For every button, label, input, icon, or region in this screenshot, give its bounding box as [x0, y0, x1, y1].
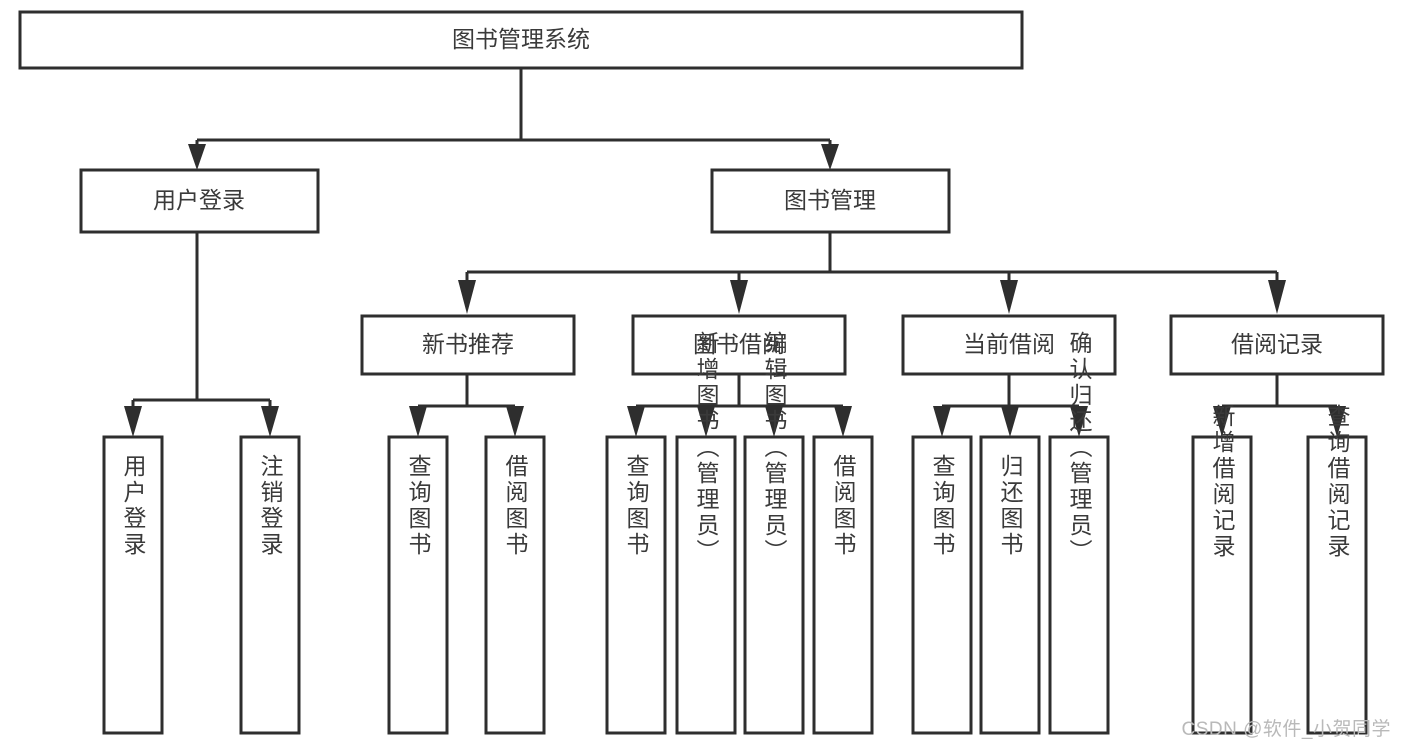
leaf-current-borrow-1[interactable]: 查询图书	[911, 435, 973, 735]
leaf-user-login-1[interactable]: 用户登录	[102, 435, 164, 735]
leaf-borrow-record-2-label: 查询借阅记录	[1324, 404, 1351, 560]
node-book-management-label: 图书管理	[784, 187, 876, 213]
node-current-borrow-box	[901, 314, 1117, 376]
csdn-watermark: CSDN @软件_小贺同学	[1181, 719, 1391, 740]
leaf-current-borrow-3[interactable]: 确认归还（管理员）	[1048, 331, 1110, 735]
arrow-head-userlogin	[188, 144, 206, 170]
node-user-login[interactable]: 用户登录	[79, 168, 320, 234]
leaf-book-borrow-3[interactable]: 编辑图书（管理员）	[743, 331, 805, 735]
node-book-borrow[interactable]: 图书借阅	[631, 314, 847, 376]
leaf-new-book-2-box	[484, 435, 546, 735]
leaf-book-borrow-1[interactable]: 查询图书	[605, 435, 667, 735]
node-new-book-recommend-box	[360, 314, 576, 376]
node-borrow-record[interactable]: 借阅记录	[1169, 314, 1385, 376]
leaf-user-login-1-label: 用户登录	[120, 454, 147, 558]
arrow-head-bookborrow-leaf1	[627, 406, 645, 437]
arrow-head-currentborrow-leaf3	[1070, 406, 1088, 437]
node-user-login-label: 用户登录	[153, 187, 245, 213]
arrow-head-newbook	[458, 280, 476, 314]
leaf-book-borrow-4[interactable]: 借阅图书	[812, 435, 874, 735]
node-borrow-record-box	[1169, 314, 1385, 376]
leaf-book-borrow-4-box	[812, 435, 874, 735]
arrow-head-bookborrow-leaf4	[834, 406, 852, 437]
leaf-user-login-2-label: 注销登录	[257, 454, 284, 558]
leaf-book-borrow-3-label: 编辑图书（管理员）	[761, 331, 788, 565]
arrow-head-newbook-leaf1	[409, 406, 427, 437]
leaf-book-borrow-2-label: 新增图书（管理员）	[693, 331, 720, 565]
arrow-head-bookborrow	[730, 280, 748, 314]
leaf-book-borrow-1-label: 查询图书	[623, 454, 650, 558]
leaf-book-borrow-1-box	[605, 435, 667, 735]
node-user-login-box	[79, 168, 320, 234]
leaf-borrow-record-1[interactable]: 新增借阅记录	[1191, 404, 1253, 735]
leaf-current-borrow-2[interactable]: 归还图书	[979, 435, 1041, 735]
leaf-new-book-1-label: 查询图书	[405, 454, 432, 558]
leaf-book-borrow-2[interactable]: 新增图书（管理员）	[675, 331, 737, 735]
leaf-current-borrow-3-label: 确认归还（管理员）	[1066, 331, 1093, 565]
node-root-box	[18, 10, 1024, 70]
leaf-borrow-record-2-box	[1306, 435, 1368, 735]
node-new-book-recommend[interactable]: 新书推荐	[360, 314, 576, 376]
leaf-current-borrow-3-box	[1048, 435, 1110, 735]
leaf-book-borrow-4-label: 借阅图书	[830, 454, 857, 558]
node-borrow-record-label: 借阅记录	[1231, 331, 1323, 357]
node-new-book-recommend-label: 新书推荐	[422, 331, 514, 357]
leaf-borrow-record-1-box	[1191, 435, 1253, 735]
node-book-management[interactable]: 图书管理	[710, 168, 951, 234]
leaf-user-login-1-box	[102, 435, 164, 735]
leaf-borrow-record-1-label: 新增借阅记录	[1209, 404, 1236, 560]
node-root-label: 图书管理系统	[452, 26, 590, 52]
arrow-head-currentborrow-leaf2	[1001, 406, 1019, 437]
arrow-head-bookmgmt	[821, 144, 839, 170]
leaf-borrow-record-2[interactable]: 查询借阅记录	[1306, 404, 1368, 735]
node-current-borrow-label: 当前借阅	[963, 331, 1055, 357]
node-root-system[interactable]: 图书管理系统	[18, 10, 1024, 70]
node-book-borrow-label: 图书借阅	[693, 331, 785, 357]
arrow-head-borrowrecord	[1268, 280, 1286, 314]
node-book-borrow-box	[631, 314, 847, 376]
arrow-head-bookborrow-leaf2	[697, 406, 715, 437]
arrow-head-newbook-leaf2	[506, 406, 524, 437]
leaf-new-book-1[interactable]: 查询图书	[387, 435, 449, 735]
leaf-new-book-2-label: 借阅图书	[502, 454, 529, 558]
leaf-current-borrow-1-box	[911, 435, 973, 735]
leaf-current-borrow-2-label: 归还图书	[997, 454, 1024, 558]
leaf-user-login-2-box	[239, 435, 301, 735]
leaf-book-borrow-2-box	[675, 435, 737, 735]
leaf-current-borrow-2-box	[979, 435, 1041, 735]
connector-layer	[124, 68, 1346, 437]
arrow-head-currentborrow-leaf1	[933, 406, 951, 437]
arrow-head-borrowrecord-leaf1	[1213, 406, 1231, 437]
arrow-head-currentborrow	[1000, 280, 1018, 314]
arrow-head-leaf-logout	[261, 406, 279, 437]
node-book-management-box	[710, 168, 951, 234]
leaf-book-borrow-3-box	[743, 435, 805, 735]
node-current-borrow[interactable]: 当前借阅	[901, 314, 1117, 376]
leaf-current-borrow-1-label: 查询图书	[929, 454, 956, 558]
arrow-head-bookborrow-leaf3	[765, 406, 783, 437]
leaf-user-login-2[interactable]: 注销登录	[239, 435, 301, 735]
leaf-new-book-1-box	[387, 435, 449, 735]
arrow-head-borrowrecord-leaf2	[1328, 406, 1346, 437]
leaf-new-book-2[interactable]: 借阅图书	[484, 435, 546, 735]
arrow-head-leaf-user-login	[124, 406, 142, 437]
